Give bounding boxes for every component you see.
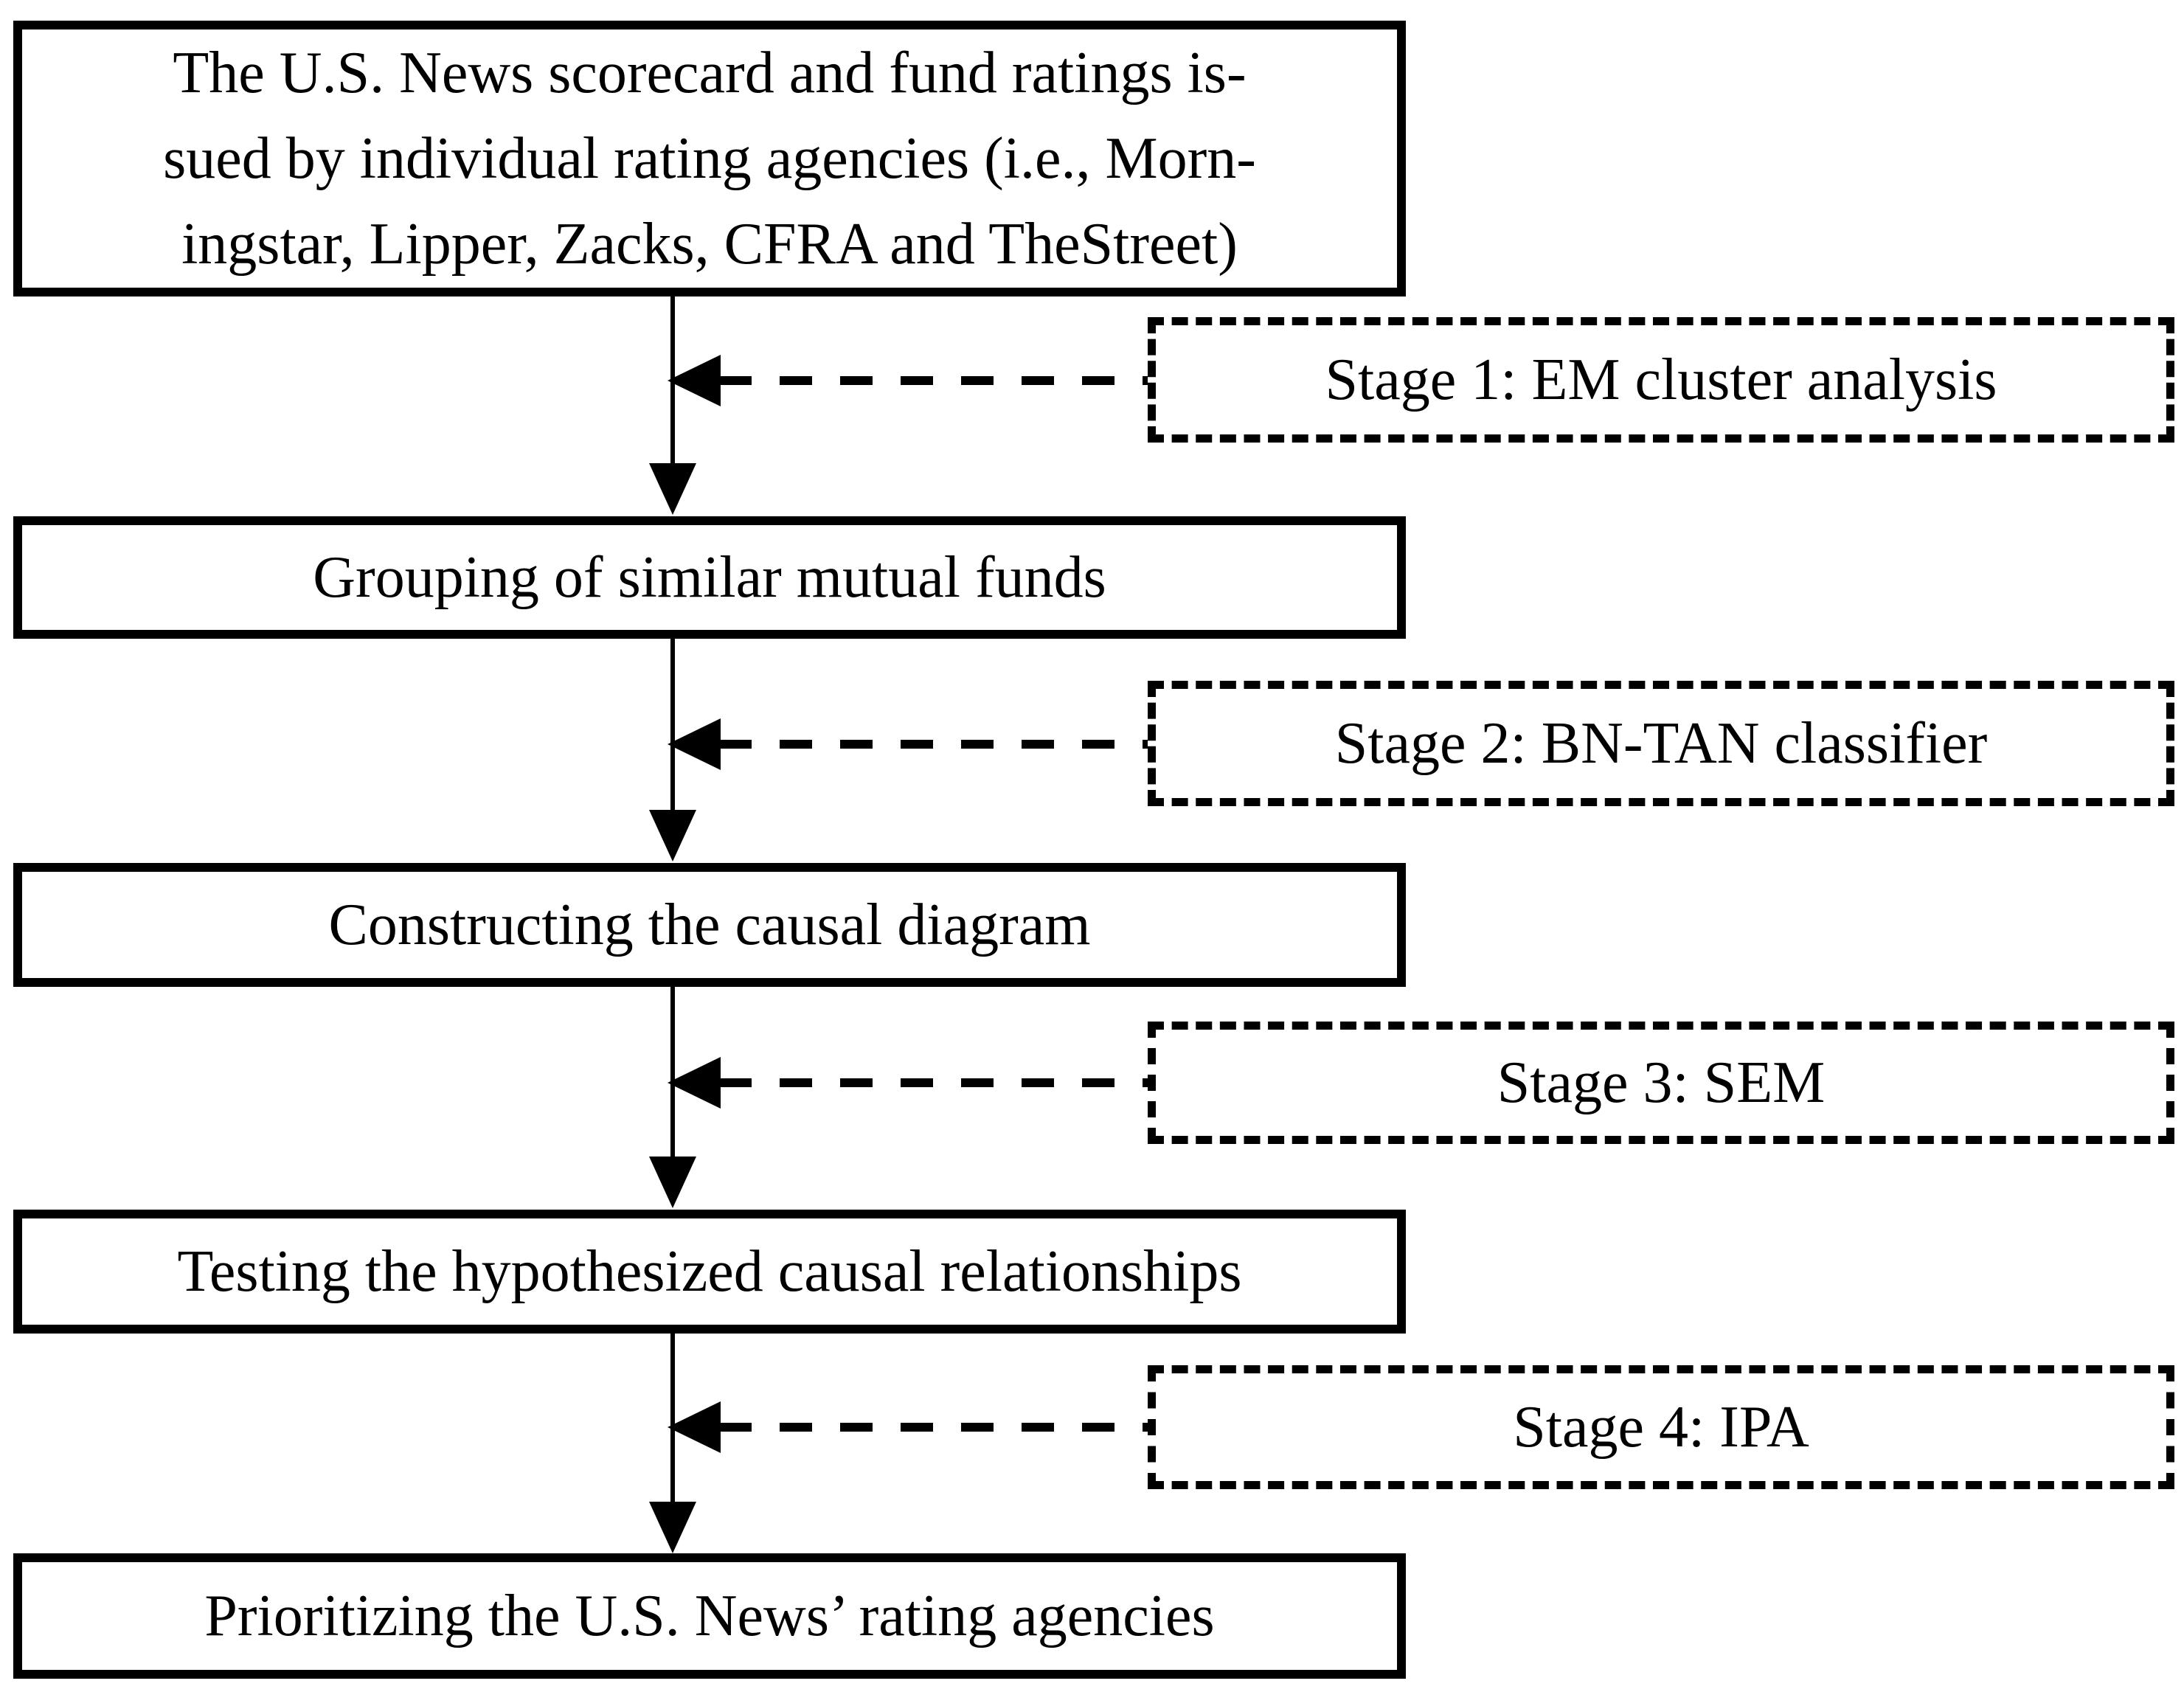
process-box-text-line: The U.S. News scorecard and fund ratings…	[173, 41, 1247, 105]
dashed-arrow-line	[719, 376, 1148, 385]
stage-box-3: Stage 3: SEM	[1148, 1022, 2174, 1144]
process-box-input-data: The U.S. News scorecard and fund ratings…	[13, 21, 1406, 297]
process-box-text: Grouping of similar mutual funds	[313, 545, 1106, 610]
process-box-text: Prioritizing the U.S. News’ rating agenc…	[204, 1584, 1215, 1648]
left-arrowhead-icon	[668, 355, 721, 406]
stage-box-2: Stage 2: BN-TAN classifier	[1148, 681, 2174, 806]
stage-box-text: Stage 4: IPA	[1513, 1394, 1809, 1460]
process-box-text-line: sued by individual rating agencies (i.e.…	[163, 126, 1256, 191]
dashed-arrow-line	[719, 1423, 1148, 1432]
left-arrowhead-icon	[668, 718, 721, 770]
left-arrowhead-icon	[668, 1401, 721, 1453]
process-box-prioritizing: Prioritizing the U.S. News’ rating agenc…	[13, 1553, 1406, 1679]
dashed-arrow-line	[719, 740, 1148, 749]
stage-box-text: Stage 1: EM cluster analysis	[1325, 347, 1997, 412]
left-arrowhead-icon	[668, 1057, 721, 1109]
stage-box-text: Stage 2: BN-TAN classifier	[1334, 710, 1988, 776]
process-box-causal-diagram: Constructing the causal diagram	[13, 863, 1406, 987]
stage-box-4: Stage 4: IPA	[1148, 1365, 2174, 1489]
process-box-testing: Testing the hypothesized causal relation…	[13, 1210, 1406, 1334]
process-box-text: Testing the hypothesized causal relation…	[177, 1239, 1242, 1304]
dashed-arrow-line	[719, 1078, 1148, 1087]
down-arrowhead-icon	[649, 463, 696, 515]
stage-box-1: Stage 1: EM cluster analysis	[1148, 317, 2174, 443]
process-box-grouping: Grouping of similar mutual funds	[13, 516, 1406, 639]
process-box-text-line: ingstar, Lipper, Zacks, CFRA and TheStre…	[181, 212, 1238, 277]
process-box-text: Constructing the causal diagram	[328, 892, 1091, 957]
stage-box-text: Stage 3: SEM	[1497, 1050, 1826, 1115]
down-arrowhead-icon	[649, 810, 696, 861]
down-arrowhead-icon	[649, 1157, 696, 1208]
down-arrowhead-icon	[649, 1502, 696, 1553]
